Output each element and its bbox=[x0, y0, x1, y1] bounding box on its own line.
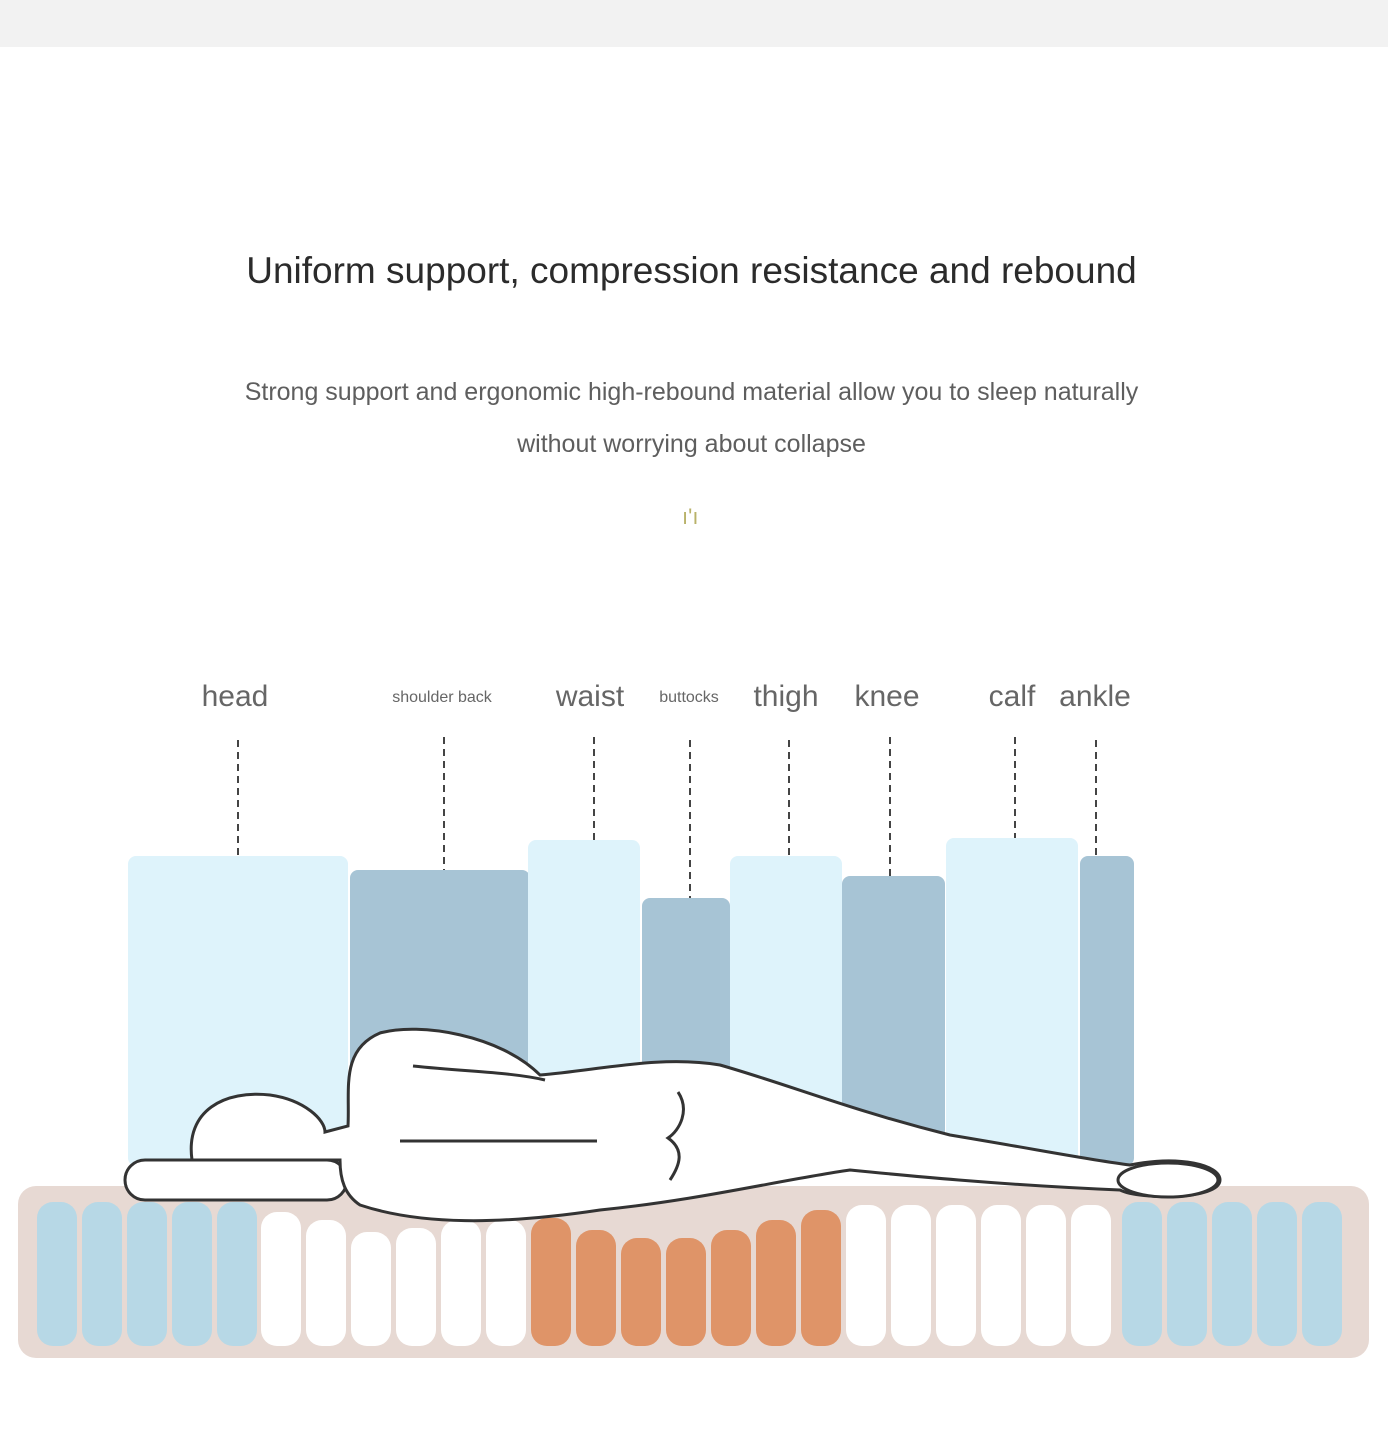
page-title: Uniform support, compression resistance … bbox=[246, 250, 1137, 291]
spring-coil bbox=[981, 1205, 1021, 1346]
spring-coil bbox=[351, 1232, 391, 1346]
spring-coil bbox=[396, 1228, 436, 1346]
decorative-mark: ı'ı bbox=[682, 504, 699, 529]
spring-coil bbox=[846, 1205, 886, 1346]
spring-coil bbox=[711, 1230, 751, 1346]
spring-coil bbox=[306, 1220, 346, 1346]
spring-coil bbox=[666, 1238, 706, 1346]
subtitle-line-2: without worrying about collapse bbox=[517, 430, 866, 458]
zone-label-knee: knee bbox=[854, 680, 920, 713]
spring-coil bbox=[576, 1230, 616, 1346]
spring-coil bbox=[217, 1202, 257, 1346]
zone-bar-calf bbox=[946, 838, 1078, 1166]
spring-coil bbox=[936, 1205, 976, 1346]
spring-coil bbox=[172, 1202, 212, 1346]
spring-coil bbox=[756, 1220, 796, 1346]
spring-coil bbox=[801, 1210, 841, 1346]
spring-coil bbox=[621, 1238, 661, 1346]
spring-coil bbox=[891, 1205, 931, 1346]
zone-label-shoulder-back: shoulder back bbox=[392, 689, 492, 706]
spring-coil bbox=[1212, 1202, 1252, 1346]
spring-coil bbox=[441, 1220, 481, 1346]
zone-bar-ankle bbox=[1080, 856, 1134, 1166]
zone-bar-knee bbox=[842, 876, 945, 1166]
spring-coil bbox=[1026, 1205, 1066, 1346]
spring-coil bbox=[37, 1202, 77, 1346]
zone-label-buttocks: buttocks bbox=[659, 689, 719, 706]
zone-bar-head bbox=[128, 856, 348, 1166]
spring-coil bbox=[1167, 1202, 1207, 1346]
zone-label-thigh: thigh bbox=[753, 680, 819, 713]
spring-coil bbox=[486, 1220, 526, 1346]
zone-label-calf: calf bbox=[988, 680, 1036, 713]
subtitle-line-1: Strong support and ergonomic high-reboun… bbox=[244, 378, 1139, 406]
zone-label-head: head bbox=[201, 680, 269, 713]
spring-coil bbox=[1122, 1202, 1162, 1346]
zone-label-waist: waist bbox=[555, 680, 625, 713]
spring-coil bbox=[1257, 1202, 1297, 1346]
spring-coil bbox=[127, 1202, 167, 1346]
top-band bbox=[0, 0, 1388, 47]
sleeper-silhouette-icon bbox=[123, 1027, 1222, 1223]
spring-coil bbox=[1302, 1202, 1342, 1346]
spring-coil bbox=[261, 1212, 301, 1346]
zone-label-ankle: ankle bbox=[1059, 680, 1131, 713]
spring-coil bbox=[531, 1218, 571, 1346]
spring-coil bbox=[1071, 1205, 1111, 1346]
spring-coil bbox=[82, 1202, 122, 1346]
